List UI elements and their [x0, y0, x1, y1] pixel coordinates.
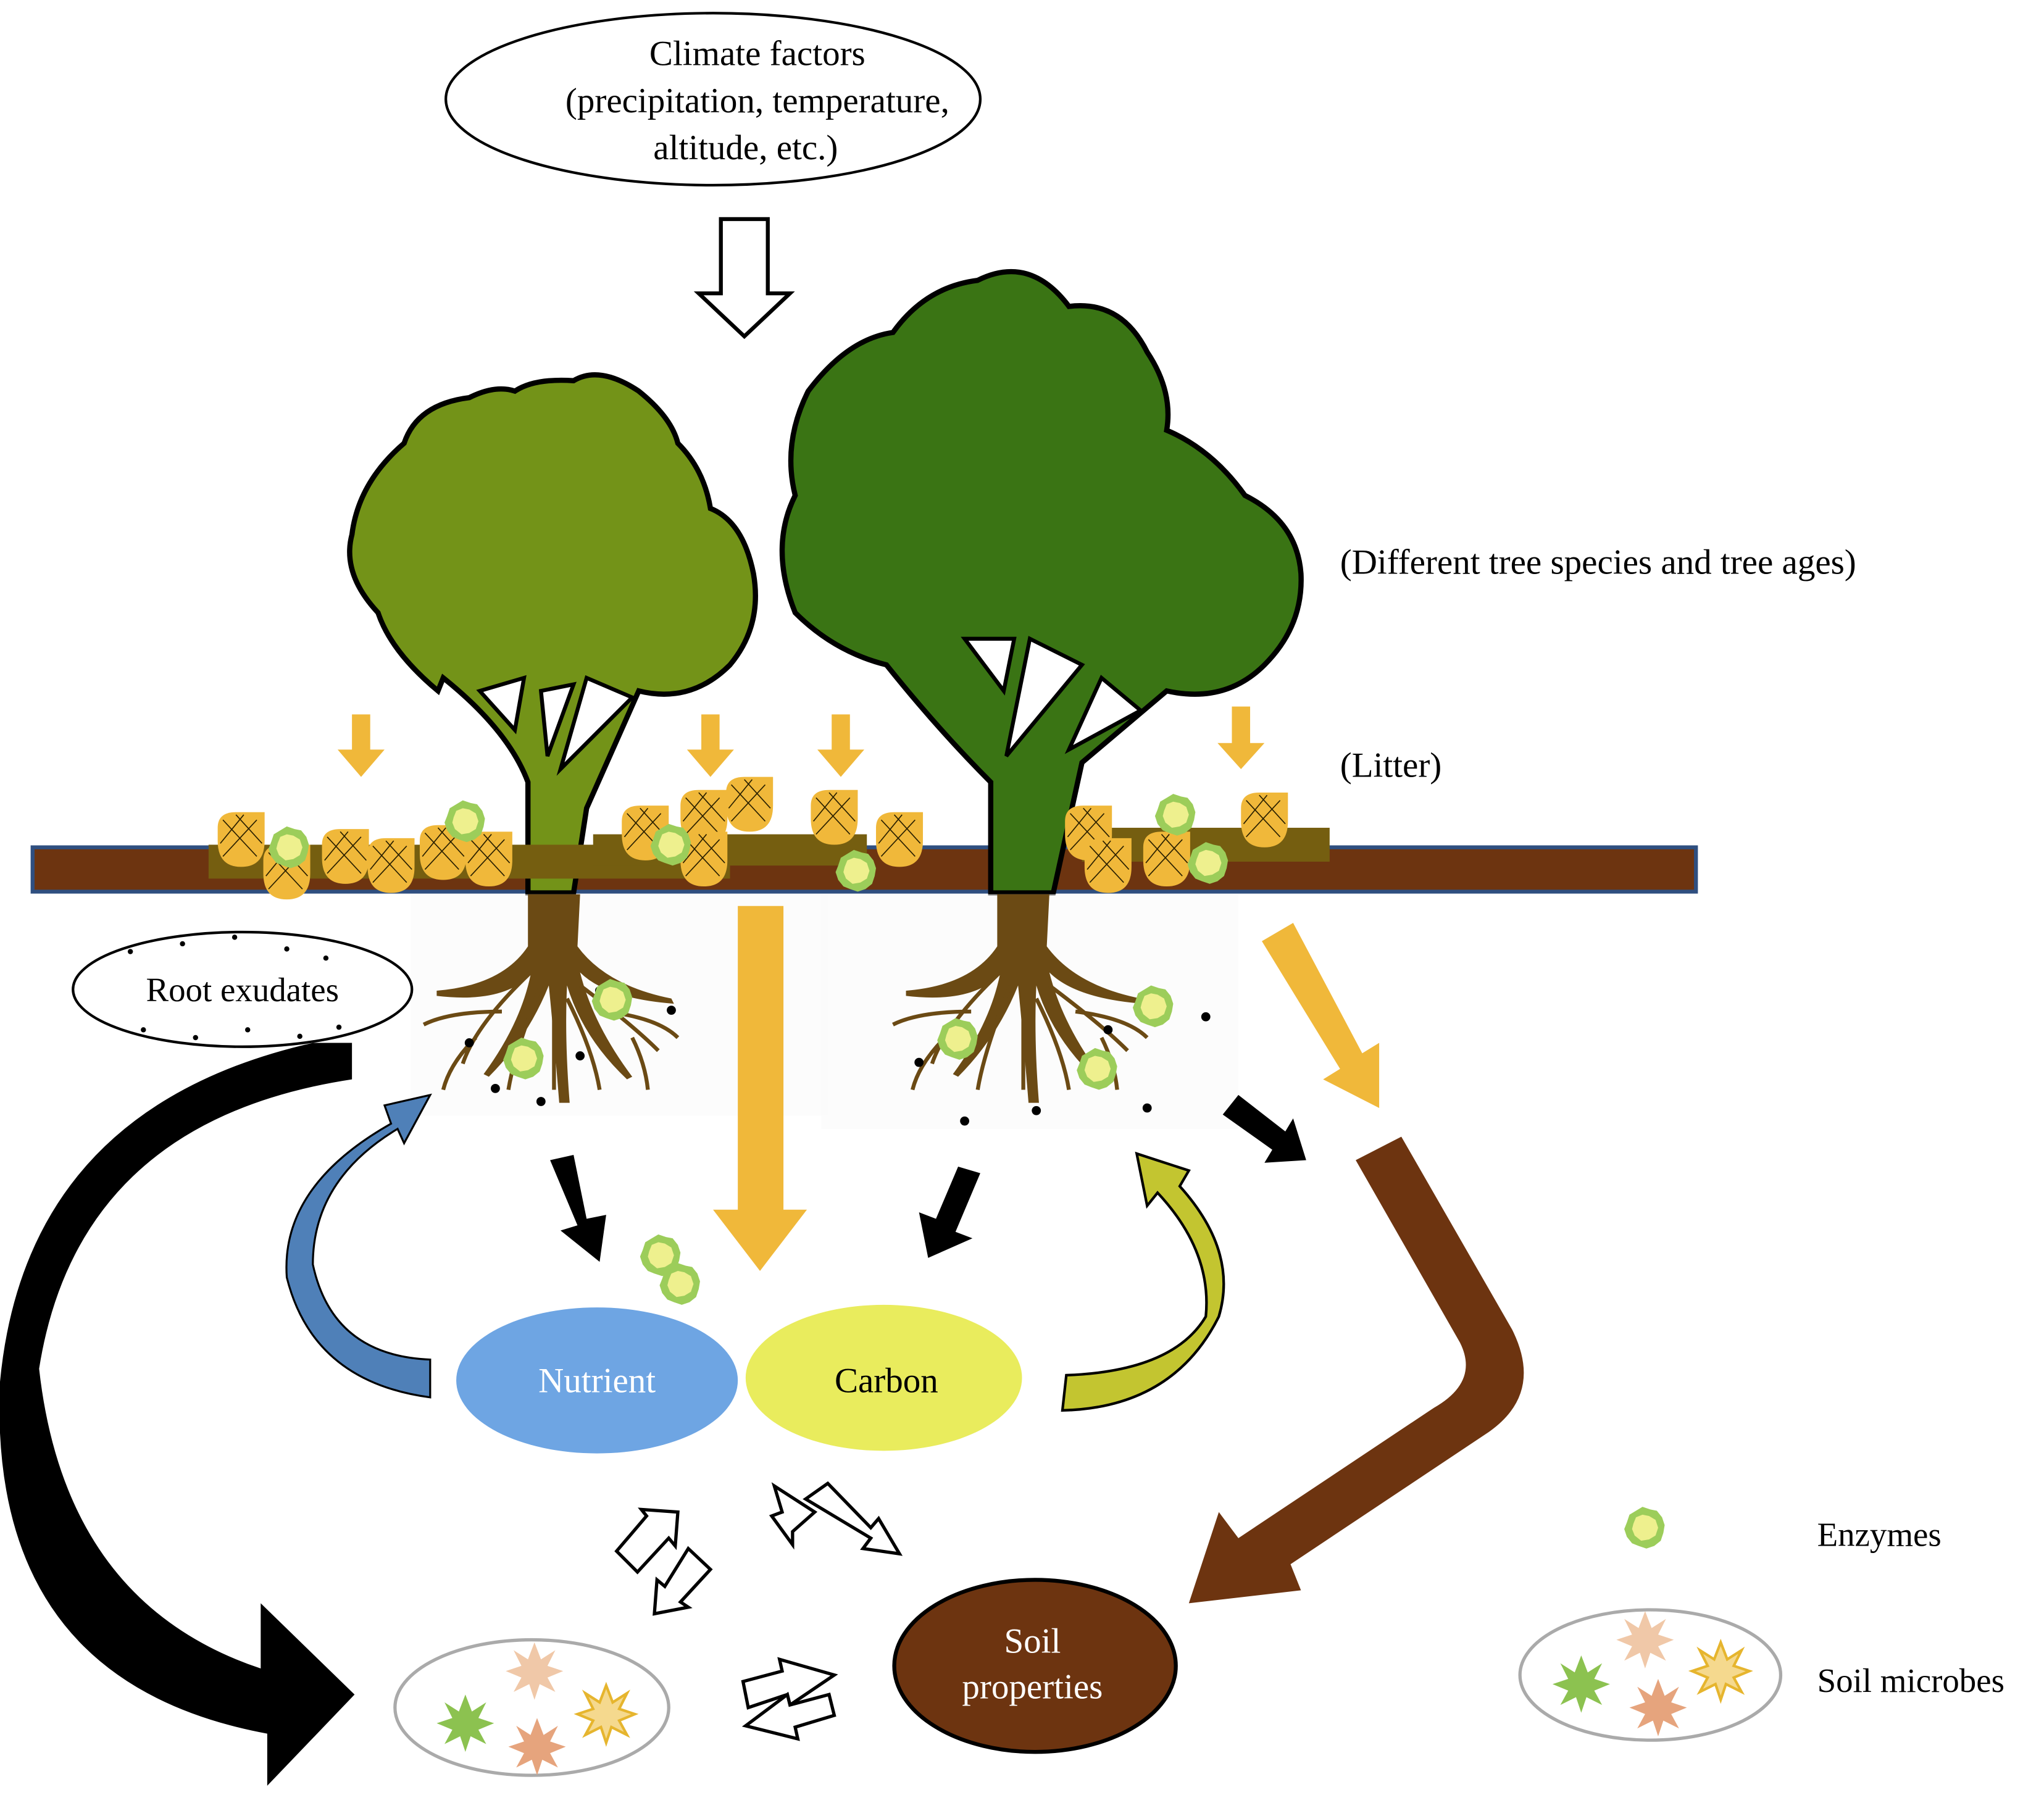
tree-light-green	[347, 372, 758, 896]
litter-to-soil-arrow	[713, 906, 807, 1271]
bidirectional-arrows	[614, 1481, 903, 1741]
roots-dark-tree	[821, 894, 1239, 1129]
nutrient-label: Nutrient	[538, 1361, 656, 1400]
climate-line2: (precipitation, temperature,	[565, 81, 949, 120]
root-exudates-to-microbes-arrow	[0, 1043, 355, 1786]
climate-line3: altitude, etc.)	[653, 128, 838, 167]
root-exudate-dots	[464, 986, 1211, 1126]
litter-label: (Litter)	[1340, 746, 1442, 785]
legend-enzymes-label: Enzymes	[1817, 1516, 1942, 1554]
litter-fall-arrows	[337, 706, 1265, 777]
nutrient-feedback-arrow	[285, 1093, 432, 1399]
carbon-label: Carbon	[835, 1361, 938, 1400]
climate-down-arrow	[693, 217, 795, 339]
tree-dark-green	[779, 269, 1304, 896]
soil-microbes-cluster	[393, 1638, 670, 1777]
soil-properties-line2: properties	[962, 1668, 1103, 1707]
legend-microbes-icon	[1518, 1608, 1783, 1742]
soil-properties-node: Soil properties	[892, 1578, 1178, 1754]
legend-enzyme-icon	[1624, 1507, 1665, 1549]
nutrient-node: Nutrient	[456, 1307, 738, 1454]
soil-properties-line1: Soil	[1004, 1622, 1061, 1661]
root-exudates-label: Root exudates	[146, 971, 340, 1009]
legend-soil-microbes-label: Soil microbes	[1817, 1662, 2004, 1699]
legend: Enzymes Soil microbes	[1518, 1507, 2004, 1742]
carbon-feedback-arrow	[1061, 1151, 1225, 1412]
litter-diagonal-arrow	[1262, 923, 1380, 1109]
litter-to-soil-properties-arrow	[1188, 1136, 1524, 1604]
climate-title: Climate factors	[649, 35, 866, 73]
carbon-node: Carbon	[745, 1304, 1022, 1451]
climate-factors-node: Climate factors (precipitation, temperat…	[444, 12, 982, 187]
root-input-arrows	[550, 1094, 1306, 1262]
root-exudates-node: Root exudates	[72, 930, 414, 1048]
tree-species-label: (Different tree species and tree ages)	[1340, 543, 1856, 581]
